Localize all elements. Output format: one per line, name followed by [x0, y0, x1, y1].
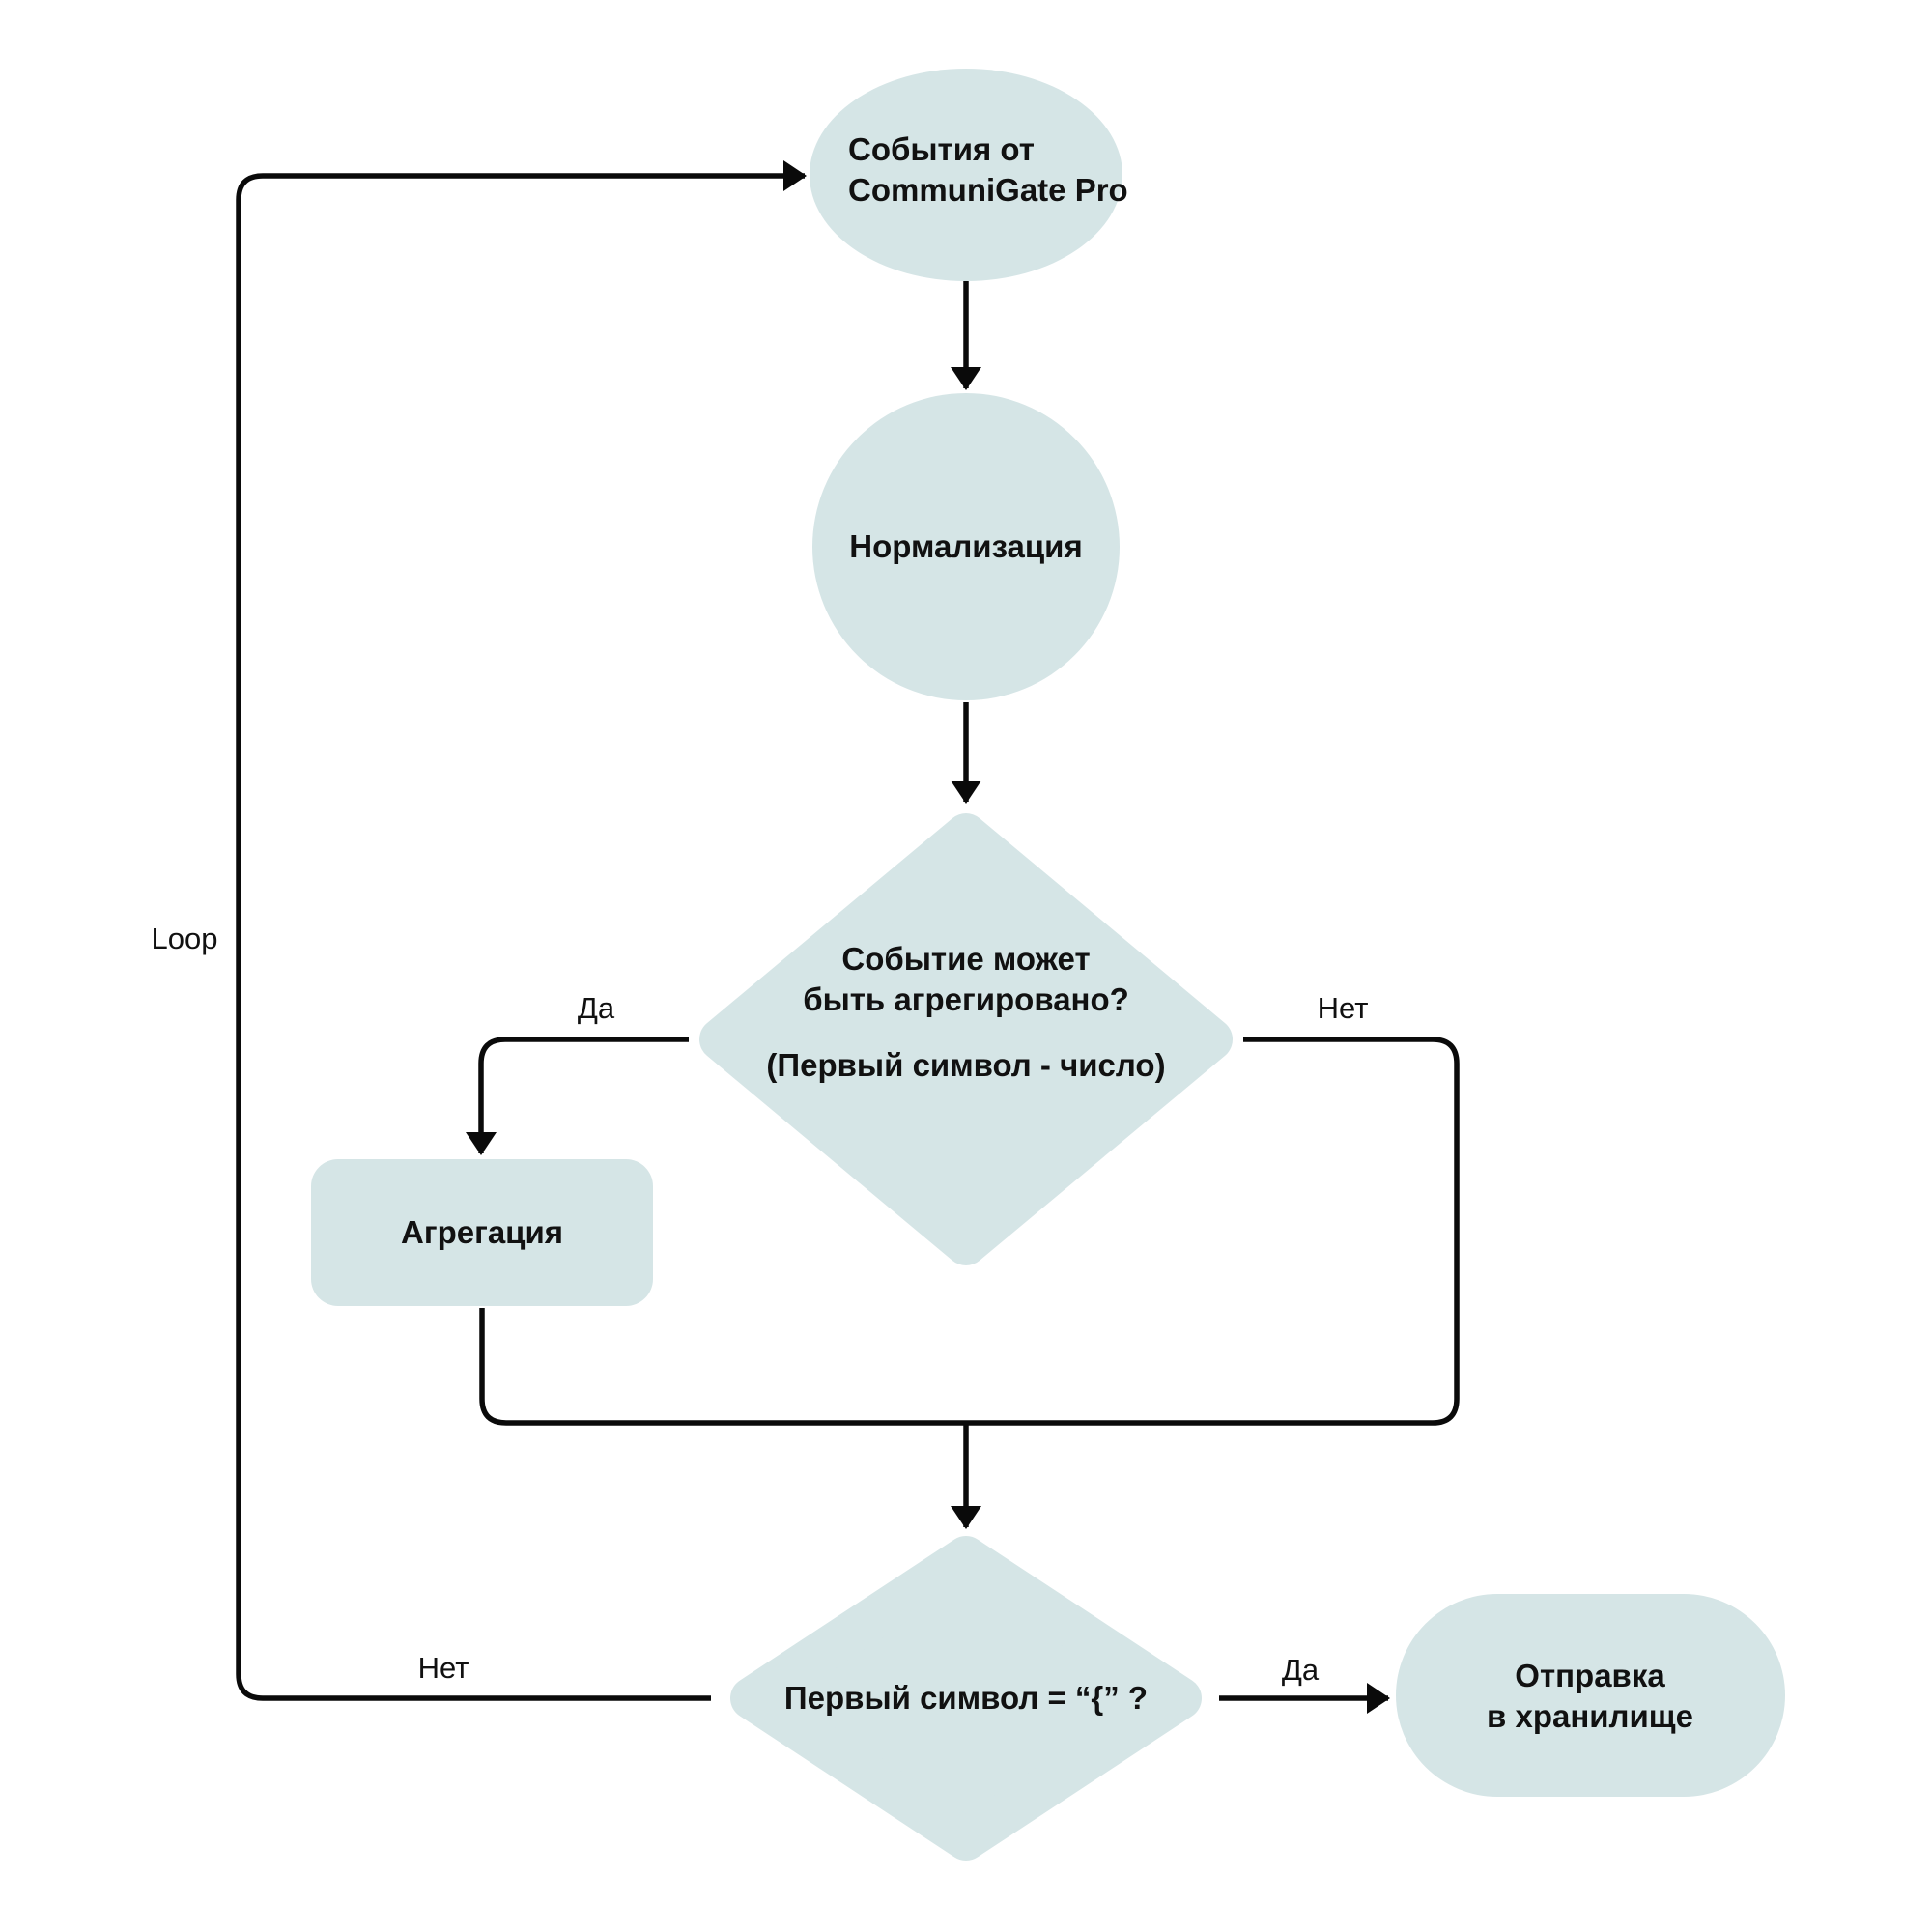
start-node-label: События от CommuniGate Pro — [848, 129, 1128, 211]
edge-aggregate-no-merge — [479, 1037, 1460, 1426]
edge-label-first-char-no: Нет — [417, 1651, 469, 1685]
send-to-storage-node-shape — [1396, 1594, 1785, 1797]
aggregate-decision-label-line2: быть агрегировано? — [803, 981, 1129, 1017]
aggregation-node-shape — [311, 1159, 653, 1306]
edge-label-aggregate-no: Нет — [1317, 991, 1369, 1025]
send-to-storage-label-line1: Отправка — [1515, 1658, 1665, 1693]
edge-label-loop: Loop — [151, 922, 218, 955]
normalization-node-label: Нормализация — [849, 528, 1083, 564]
send-to-storage-node-label: Отправка в хранилище — [1487, 1656, 1693, 1737]
edge-aggregate-yes-to-aggregation — [466, 1037, 689, 1155]
aggregate-decision-node-shape — [699, 813, 1233, 1265]
aggregate-decision-label-spacer — [766, 1020, 1165, 1045]
normalization-node-shape — [812, 393, 1120, 700]
send-to-storage-label-line2: в хранилище — [1487, 1698, 1693, 1734]
edge-loop-back-to-start — [236, 160, 807, 1701]
first-char-decision-node-label: Первый символ = “{” ? — [783, 1680, 1149, 1716]
first-char-decision-node-shape — [730, 1536, 1202, 1861]
start-node-label-line1: События от — [848, 131, 1035, 167]
edge-label-first-char-yes: Да — [1281, 1653, 1320, 1687]
aggregate-decision-node-label: Событие может быть агрегировано? (Первый… — [766, 939, 1165, 1086]
aggregation-node-label: Агрегация — [400, 1214, 564, 1250]
start-node-label-line2: CommuniGate Pro — [848, 172, 1128, 208]
edge-label-aggregate-yes: Да — [577, 991, 615, 1025]
start-node-shape — [810, 69, 1122, 281]
aggregate-decision-label-line1: Событие может — [841, 941, 1091, 977]
aggregate-decision-sublabel: (Первый символ - число) — [766, 1047, 1166, 1083]
